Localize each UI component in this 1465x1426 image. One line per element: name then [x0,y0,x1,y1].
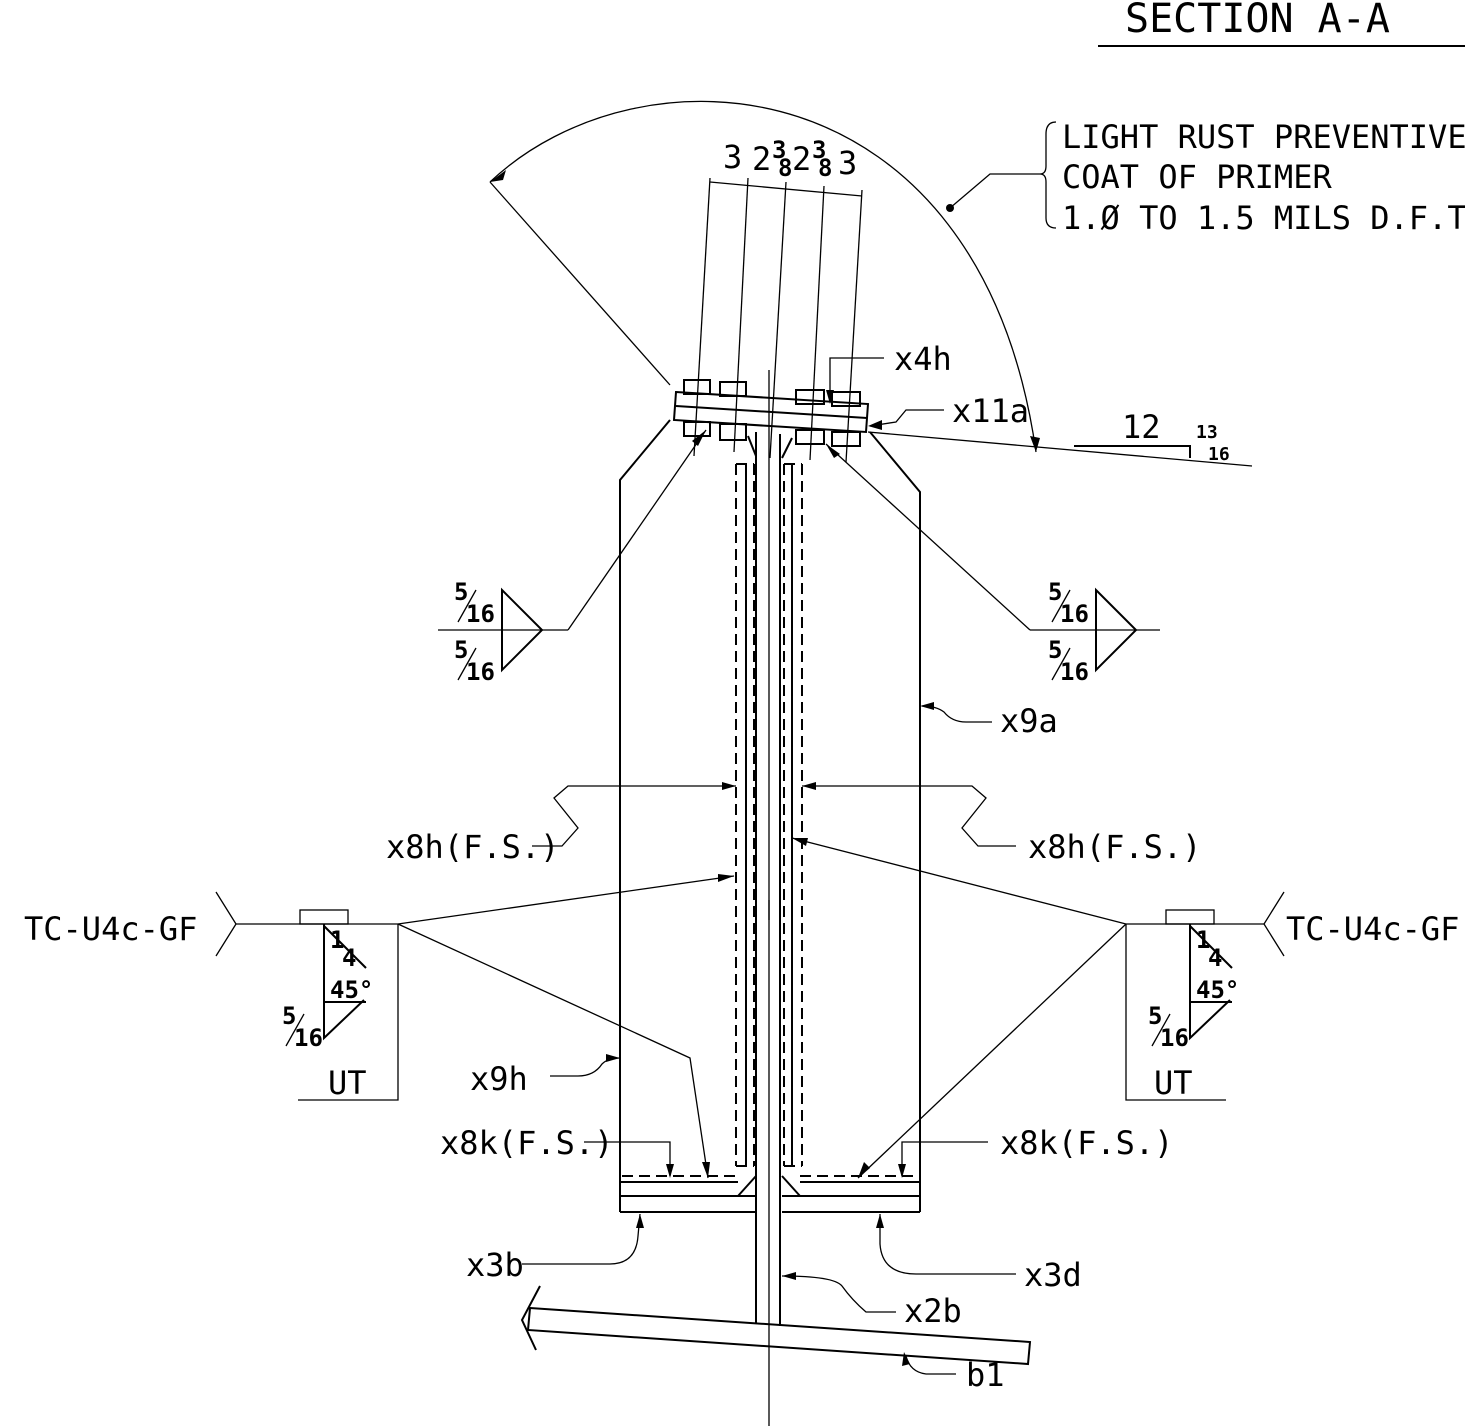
bolt-nut-3 [795,429,825,445]
groove-right-ref: TC-U4c-GF [1286,910,1459,948]
dim-frac-num-right: 3 [812,136,826,164]
section-title: SECTION A-A [1125,0,1390,42]
callout-x8k-right: x8k(F.S.) [898,1124,1173,1178]
stiffener-plates [735,435,803,1197]
callout-x2b: x2b [781,1272,962,1330]
groove-right-angle: 45° [1196,976,1239,1004]
label-x11a: x11a [952,392,1029,430]
callout-x3d: x3d [876,1214,1082,1294]
dim-2-left: 2 [752,140,771,178]
label-x3d: x3d [1024,1256,1082,1294]
dim-3-right: 3 [838,144,857,182]
bolt-head-4 [831,391,861,407]
fillet-right-top-num: 5 [1048,578,1062,606]
groove-left-bevel-num: 1 [330,926,344,954]
fillet-left-bot-num: 5 [454,636,468,664]
slope-rise-den: 16 [1208,444,1230,465]
groove-right-fillet-den: 16 [1160,1024,1189,1052]
callout-x11a: x11a [868,392,1029,430]
label-x8h-left: x8h(F.S.) [386,828,559,866]
fillet-left-top-den: 16 [466,600,495,628]
fillet-left-top-num: 5 [454,578,468,606]
bolt-nut-2 [719,423,747,441]
primer-note: LIGHT RUST PREVENTIVE COAT OF PRIMER 1.Ø… [946,118,1465,237]
slope-run: 12 [1122,408,1161,446]
groove-left-bevel-den: 4 [342,944,356,972]
callout-x3b: x3b [466,1213,644,1284]
cap-plate [672,390,870,434]
fillet-left-bot-den: 16 [466,658,495,686]
callout-x9a: x9a [920,702,1058,740]
fillet-weld-symbol-right: 5 16 5 16 [825,443,1160,686]
bolt-head-3 [795,389,825,405]
center-web [755,370,781,1426]
dim-frac-num-left: 3 [772,136,786,164]
cap-plate-assembly [672,379,870,447]
bolt-head-2 [719,381,747,397]
callout-x9h: x9h [470,1054,621,1098]
groove-left-test: UT [328,1064,367,1102]
label-x8k-right: x8k(F.S.) [1000,1124,1173,1162]
groove-left-fillet-num: 5 [282,1002,296,1030]
callout-b1: b1 [902,1352,1005,1394]
fillet-right-bot-den: 16 [1060,658,1089,686]
label-x9h: x9h [470,1060,528,1098]
callout-x4h: x4h [826,340,952,404]
dim-frac-den-left: 8 [778,154,792,182]
groove-left-ref: TC-U4c-GF [24,910,197,948]
dim-3-left: 3 [723,138,742,176]
fillet-weld-symbol-left: 5 16 5 16 [438,429,707,686]
beam-b1 [520,1285,1032,1366]
groove-left-fillet-den: 16 [294,1024,323,1052]
groove-left-angle: 45° [330,976,373,1004]
bolt-nut-4 [831,431,861,447]
label-x8k-left: x8k(F.S.) [440,1124,613,1162]
callout-x8h-left: x8h(F.S.) [386,782,736,866]
groove-weld-symbol-right: TC-U4c-GF 1 4 45° 5 16 UT [791,837,1459,1179]
callout-x8h-right: x8h(F.S.) [802,782,1201,866]
dim-2-right: 2 [792,140,811,178]
dim-frac-den-right: 8 [818,154,832,182]
box-column [619,419,921,1213]
label-x3b: x3b [466,1246,524,1284]
note-line-2: COAT OF PRIMER [1062,158,1332,196]
groove-right-fillet-num: 5 [1148,1002,1162,1030]
groove-right-bevel-num: 1 [1196,926,1210,954]
slope-rise-num: 13 [1196,422,1218,443]
fillet-right-bot-num: 5 [1048,636,1062,664]
bolt-nut-1 [683,421,711,437]
label-x8h-right: x8h(F.S.) [1028,828,1201,866]
label-x2b: x2b [904,1292,962,1330]
groove-right-test: UT [1154,1064,1193,1102]
label-b1: b1 [966,1356,1005,1394]
label-x9a: x9a [1000,702,1058,740]
bolt-head-1 [683,379,711,395]
fillet-right-top-den: 16 [1060,600,1089,628]
slope-symbol: 12 13 16 [1074,408,1230,465]
note-line-1: LIGHT RUST PREVENTIVE [1062,118,1465,156]
callout-x8k-left: x8k(F.S.) [440,1124,674,1178]
note-line-3: 1.Ø TO 1.5 MILS D.F.T. [1062,199,1465,237]
label-x4h: x4h [894,340,952,378]
groove-right-bevel-den: 4 [1208,944,1222,972]
groove-weld-symbol-left: TC-U4c-GF 1 4 45° 5 16 UT [24,874,735,1179]
angle-dimension [489,100,1253,467]
